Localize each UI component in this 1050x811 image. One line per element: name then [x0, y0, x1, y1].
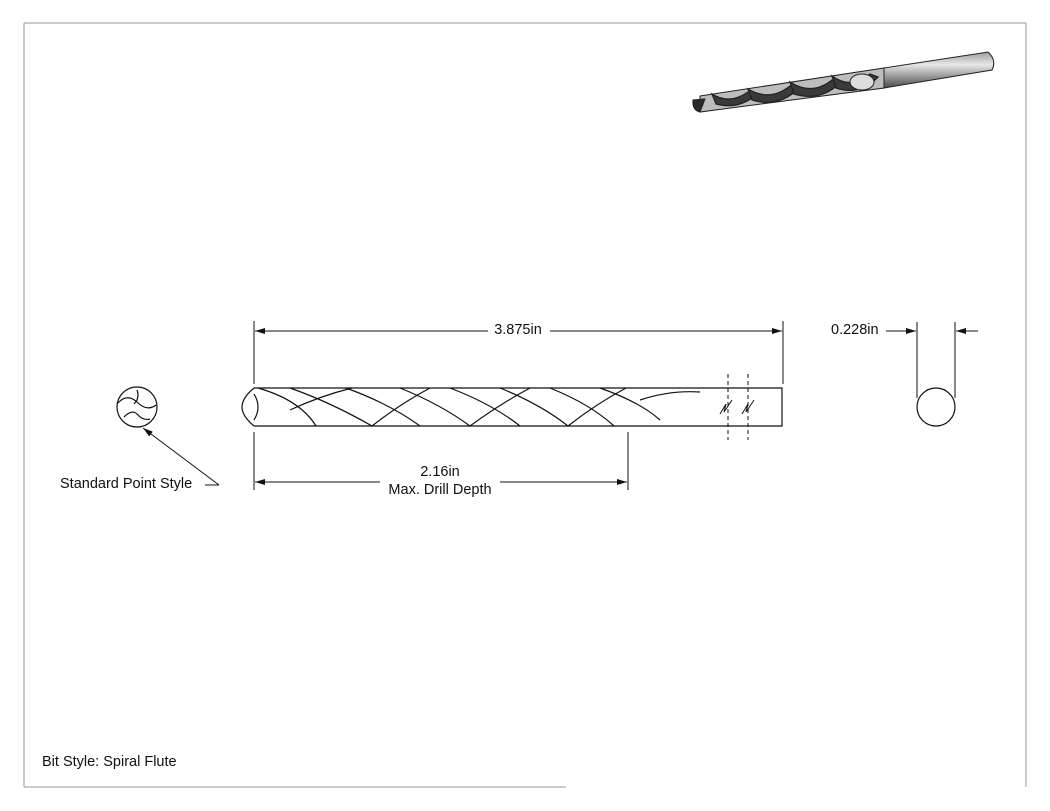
point-style-leader	[142, 427, 220, 486]
overall-length-dimension	[253, 321, 784, 384]
drill-side-view	[241, 387, 783, 427]
break-zigzags	[719, 399, 755, 415]
sheet-border	[23, 22, 1027, 788]
point-style-end-view	[116, 386, 158, 428]
drill-depth-caption: Max. Drill Depth	[388, 482, 492, 498]
drill-depth-dimension	[253, 432, 629, 490]
bit-style-label: Bit Style: Spiral Flute	[42, 754, 177, 770]
isometric-drill-view	[692, 51, 995, 113]
diameter-label: 0.228in	[831, 322, 879, 338]
overall-length-label: 3.875in	[494, 322, 542, 338]
diameter-end-view	[916, 387, 956, 427]
shank-break-lines	[727, 374, 749, 440]
diameter-dimension	[886, 322, 978, 398]
point-style-label: Standard Point Style	[60, 476, 193, 492]
drill-depth-label: 2.16in	[420, 464, 460, 480]
